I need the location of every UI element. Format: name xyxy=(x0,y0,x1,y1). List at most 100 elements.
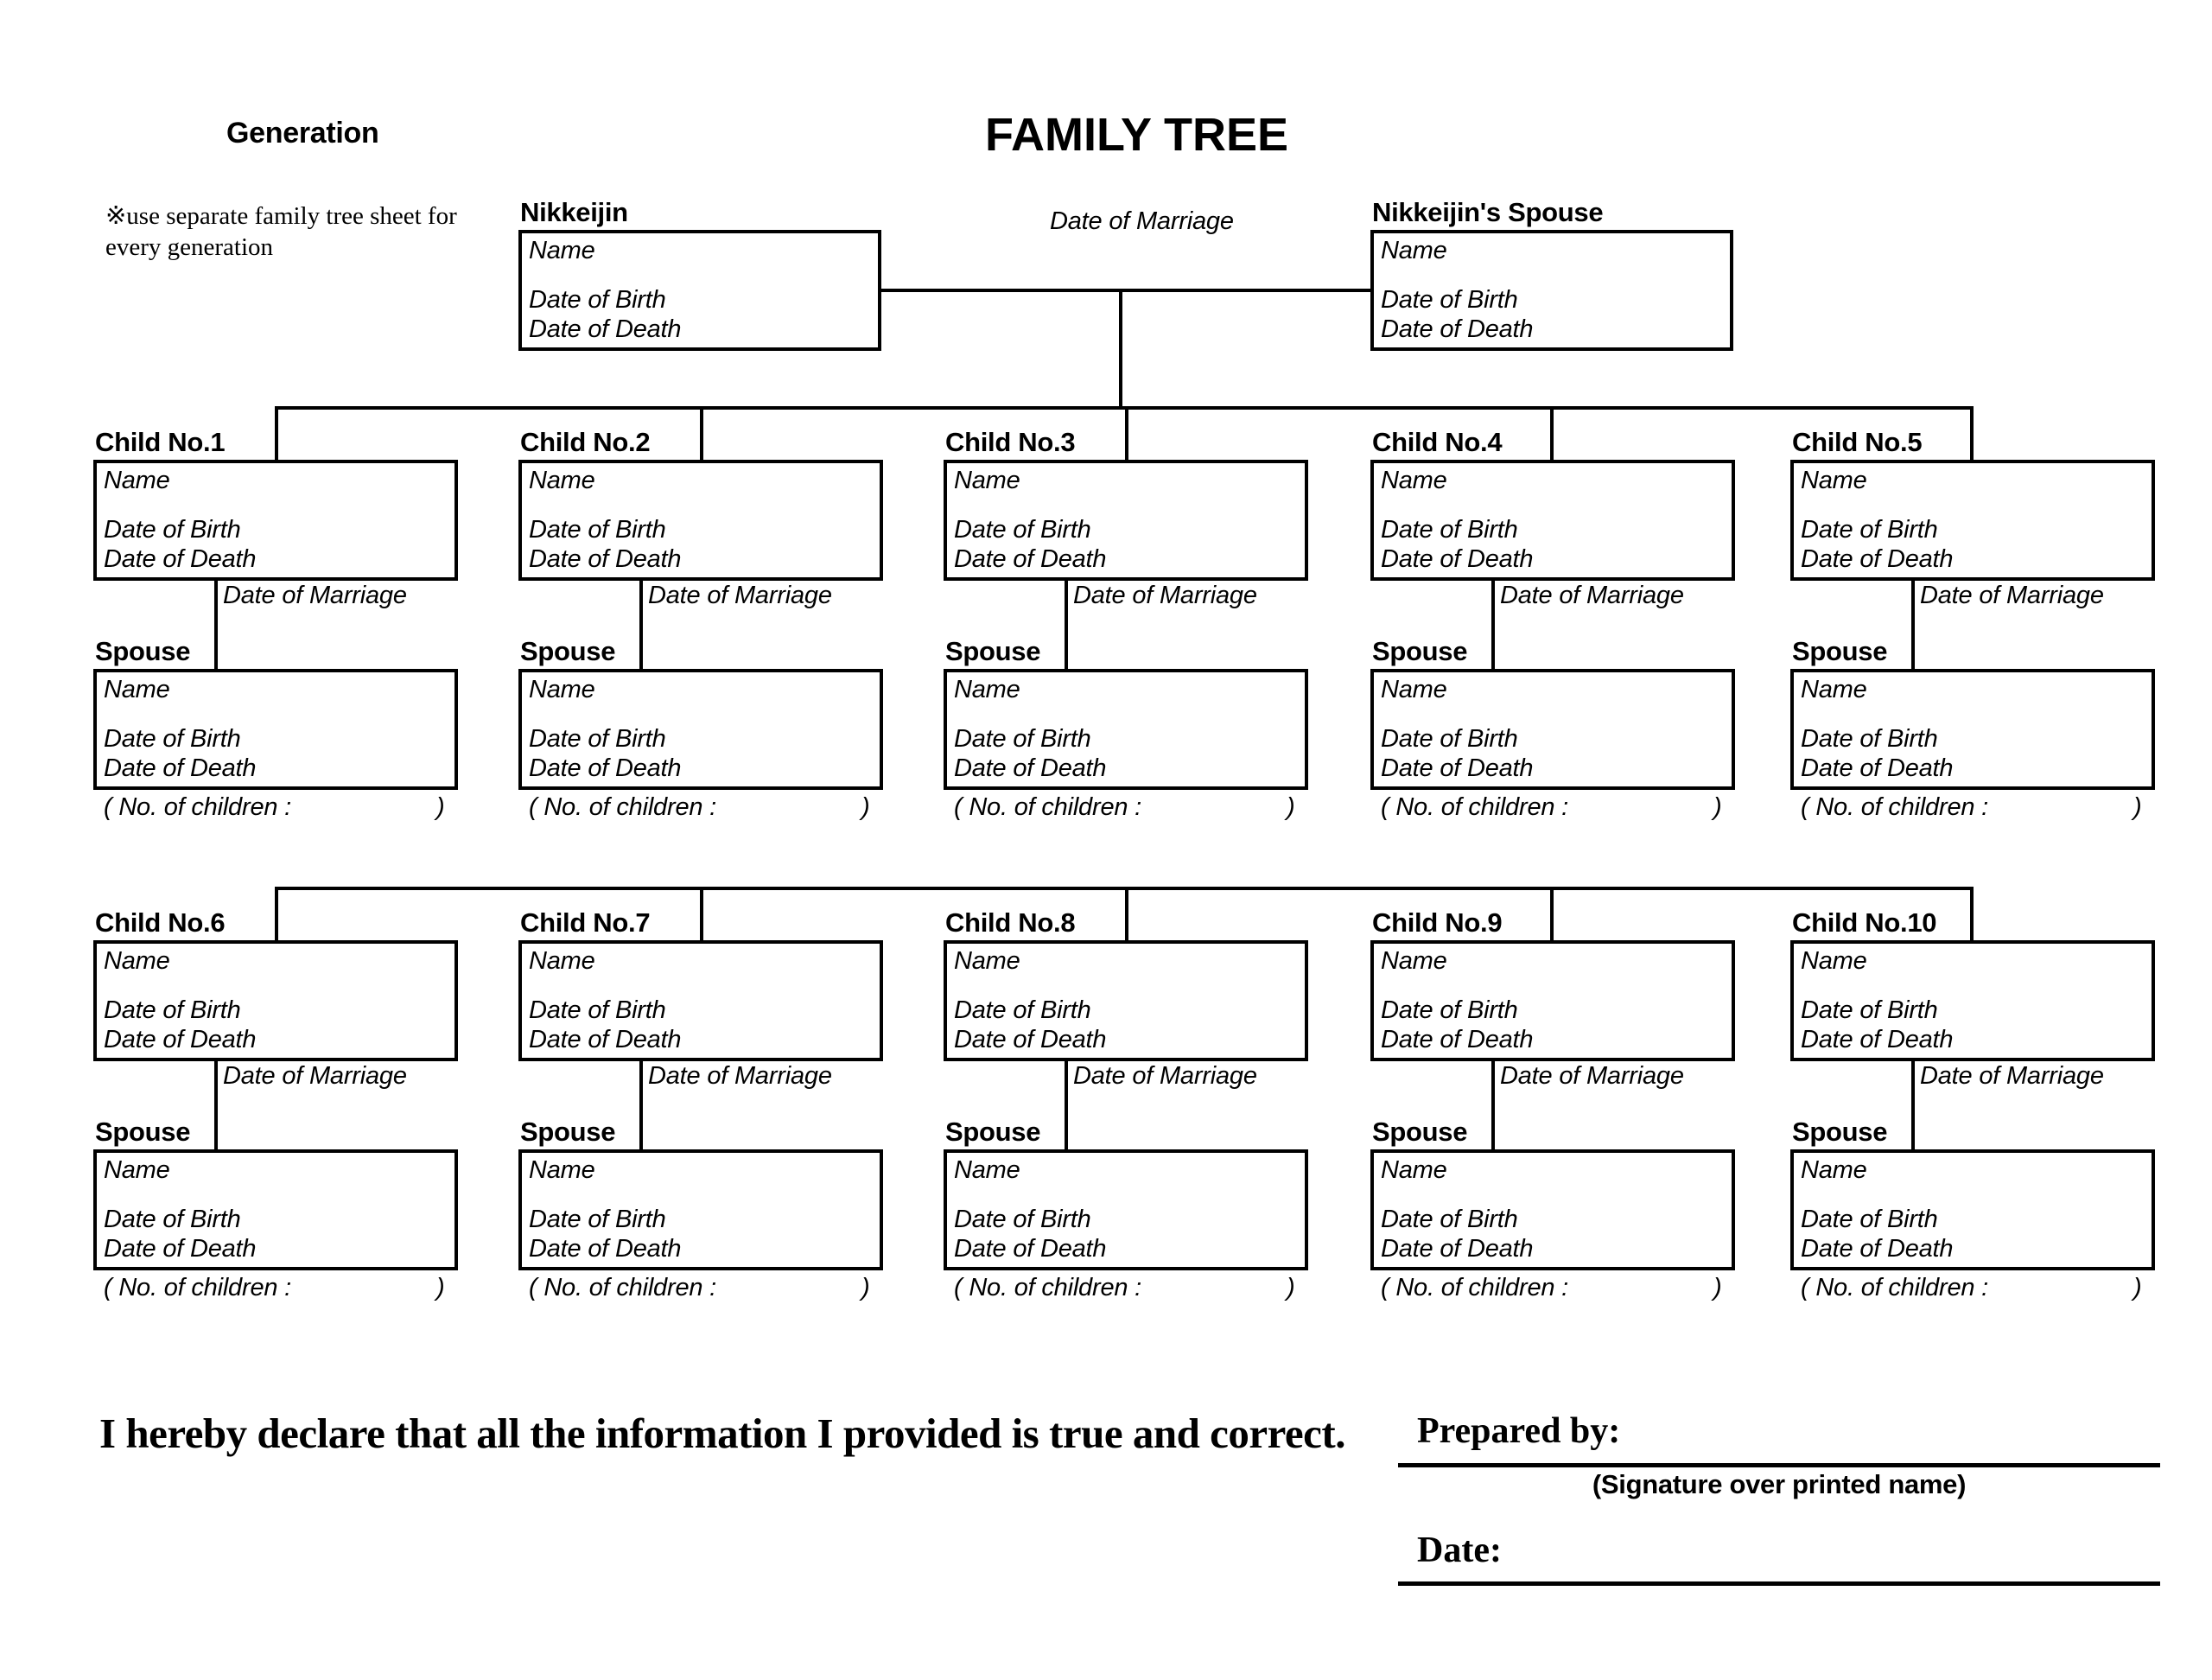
child-2-spouse-box[interactable]: Name Date of Birth Date of Death xyxy=(518,669,883,790)
date-signature-line[interactable] xyxy=(1398,1581,2160,1586)
child-7-spouse-dob-field[interactable]: Date of Birth xyxy=(529,1206,666,1233)
child-8-spouse-box[interactable]: Name Date of Birth Date of Death xyxy=(944,1149,1308,1270)
child-7-spouse-name-field[interactable]: Name xyxy=(529,1156,595,1184)
child-7-marriage-date-label[interactable]: Date of Marriage xyxy=(648,1062,832,1090)
child-3-spouse-name-field[interactable]: Name xyxy=(954,676,1020,703)
nikkeijin-dod-field[interactable]: Date of Death xyxy=(529,315,682,343)
child-7-box[interactable]: Name Date of Birth Date of Death xyxy=(518,940,883,1061)
child-7-no-of-children-row[interactable]: ( No. of children : ) xyxy=(529,1274,870,1302)
child-2-dob-field[interactable]: Date of Birth xyxy=(529,516,666,544)
child-3-spouse-box[interactable]: Name Date of Birth Date of Death xyxy=(944,669,1308,790)
child-9-spouse-dob-field[interactable]: Date of Birth xyxy=(1381,1206,1518,1233)
child-8-dob-field[interactable]: Date of Birth xyxy=(954,996,1091,1024)
child-2-spouse-dod-field[interactable]: Date of Death xyxy=(529,754,682,782)
child-9-box[interactable]: Name Date of Birth Date of Death xyxy=(1370,940,1735,1061)
nikkeijin-spouse-dob-field[interactable]: Date of Birth xyxy=(1381,286,1518,314)
child-5-spouse-box[interactable]: Name Date of Birth Date of Death xyxy=(1790,669,2155,790)
child-1-dod-field[interactable]: Date of Death xyxy=(104,545,257,573)
child-8-box[interactable]: Name Date of Birth Date of Death xyxy=(944,940,1308,1061)
child-2-name-field[interactable]: Name xyxy=(529,467,595,494)
child-10-spouse-dob-field[interactable]: Date of Birth xyxy=(1801,1206,1938,1233)
child-4-spouse-box[interactable]: Name Date of Birth Date of Death xyxy=(1370,669,1735,790)
child-7-name-field[interactable]: Name xyxy=(529,947,595,975)
child-3-spouse-dod-field[interactable]: Date of Death xyxy=(954,754,1107,782)
child-6-spouse-name-field[interactable]: Name xyxy=(104,1156,170,1184)
child-5-spouse-dob-field[interactable]: Date of Birth xyxy=(1801,725,1938,753)
child-4-dob-field[interactable]: Date of Birth xyxy=(1381,516,1518,544)
child-9-spouse-box[interactable]: Name Date of Birth Date of Death xyxy=(1370,1149,1735,1270)
child-8-marriage-date-label[interactable]: Date of Marriage xyxy=(1073,1062,1257,1090)
child-3-dob-field[interactable]: Date of Birth xyxy=(954,516,1091,544)
nikkeijin-dob-field[interactable]: Date of Birth xyxy=(529,286,666,314)
child-3-no-of-children-row[interactable]: ( No. of children : ) xyxy=(954,793,1295,822)
child-10-dob-field[interactable]: Date of Birth xyxy=(1801,996,1938,1024)
child-5-no-of-children-row[interactable]: ( No. of children : ) xyxy=(1801,793,2142,822)
child-8-no-of-children-row[interactable]: ( No. of children : ) xyxy=(954,1274,1295,1302)
nikkeijin-name-field[interactable]: Name xyxy=(529,237,595,264)
nikkeijin-box[interactable]: Name Date of Birth Date of Death xyxy=(518,230,881,351)
child-6-spouse-dod-field[interactable]: Date of Death xyxy=(104,1235,257,1263)
child-9-dob-field[interactable]: Date of Birth xyxy=(1381,996,1518,1024)
child-5-dod-field[interactable]: Date of Death xyxy=(1801,545,1954,573)
nikkeijin-spouse-box[interactable]: Name Date of Birth Date of Death xyxy=(1370,230,1733,351)
child-5-name-field[interactable]: Name xyxy=(1801,467,1867,494)
child-9-spouse-dod-field[interactable]: Date of Death xyxy=(1381,1235,1534,1263)
child-3-box[interactable]: Name Date of Birth Date of Death xyxy=(944,460,1308,581)
child-6-dod-field[interactable]: Date of Death xyxy=(104,1026,257,1053)
child-10-spouse-box[interactable]: Name Date of Birth Date of Death xyxy=(1790,1149,2155,1270)
child-4-spouse-dob-field[interactable]: Date of Birth xyxy=(1381,725,1518,753)
child-3-name-field[interactable]: Name xyxy=(954,467,1020,494)
child-9-marriage-date-label[interactable]: Date of Marriage xyxy=(1500,1062,1684,1090)
child-10-spouse-dod-field[interactable]: Date of Death xyxy=(1801,1235,1954,1263)
nikkeijin-spouse-dod-field[interactable]: Date of Death xyxy=(1381,315,1534,343)
child-6-box[interactable]: Name Date of Birth Date of Death xyxy=(93,940,458,1061)
child-10-dod-field[interactable]: Date of Death xyxy=(1801,1026,1954,1053)
root-marriage-date-label[interactable]: Date of Marriage xyxy=(1050,207,1234,235)
child-1-spouse-box[interactable]: Name Date of Birth Date of Death xyxy=(93,669,458,790)
child-1-no-of-children-row[interactable]: ( No. of children : ) xyxy=(104,793,445,822)
child-5-box[interactable]: Name Date of Birth Date of Death xyxy=(1790,460,2155,581)
child-9-dod-field[interactable]: Date of Death xyxy=(1381,1026,1534,1053)
child-9-spouse-name-field[interactable]: Name xyxy=(1381,1156,1447,1184)
child-4-box[interactable]: Name Date of Birth Date of Death xyxy=(1370,460,1735,581)
child-8-spouse-name-field[interactable]: Name xyxy=(954,1156,1020,1184)
child-1-spouse-dob-field[interactable]: Date of Birth xyxy=(104,725,241,753)
child-2-marriage-date-label[interactable]: Date of Marriage xyxy=(648,582,832,609)
child-4-spouse-name-field[interactable]: Name xyxy=(1381,676,1447,703)
child-5-spouse-name-field[interactable]: Name xyxy=(1801,676,1867,703)
child-4-spouse-dod-field[interactable]: Date of Death xyxy=(1381,754,1534,782)
child-7-dob-field[interactable]: Date of Birth xyxy=(529,996,666,1024)
child-2-dod-field[interactable]: Date of Death xyxy=(529,545,682,573)
child-2-spouse-dob-field[interactable]: Date of Birth xyxy=(529,725,666,753)
child-10-no-of-children-row[interactable]: ( No. of children : ) xyxy=(1801,1274,2142,1302)
child-9-no-of-children-row[interactable]: ( No. of children : ) xyxy=(1381,1274,1722,1302)
child-10-box[interactable]: Name Date of Birth Date of Death xyxy=(1790,940,2155,1061)
child-6-marriage-date-label[interactable]: Date of Marriage xyxy=(223,1062,407,1090)
child-2-spouse-name-field[interactable]: Name xyxy=(529,676,595,703)
child-6-no-of-children-row[interactable]: ( No. of children : ) xyxy=(104,1274,445,1302)
child-7-spouse-dod-field[interactable]: Date of Death xyxy=(529,1235,682,1263)
child-6-dob-field[interactable]: Date of Birth xyxy=(104,996,241,1024)
child-3-dod-field[interactable]: Date of Death xyxy=(954,545,1107,573)
child-6-name-field[interactable]: Name xyxy=(104,947,170,975)
child-1-box[interactable]: Name Date of Birth Date of Death xyxy=(93,460,458,581)
nikkeijin-spouse-name-field[interactable]: Name xyxy=(1381,237,1447,264)
child-10-name-field[interactable]: Name xyxy=(1801,947,1867,975)
child-10-marriage-date-label[interactable]: Date of Marriage xyxy=(1920,1062,2104,1090)
prepared-by-signature-line[interactable] xyxy=(1398,1463,2160,1467)
child-7-dod-field[interactable]: Date of Death xyxy=(529,1026,682,1053)
child-8-name-field[interactable]: Name xyxy=(954,947,1020,975)
child-4-dod-field[interactable]: Date of Death xyxy=(1381,545,1534,573)
child-8-spouse-dob-field[interactable]: Date of Birth xyxy=(954,1206,1091,1233)
child-8-dod-field[interactable]: Date of Death xyxy=(954,1026,1107,1053)
child-8-spouse-dod-field[interactable]: Date of Death xyxy=(954,1235,1107,1263)
child-1-marriage-date-label[interactable]: Date of Marriage xyxy=(223,582,407,609)
child-1-dob-field[interactable]: Date of Birth xyxy=(104,516,241,544)
child-10-spouse-name-field[interactable]: Name xyxy=(1801,1156,1867,1184)
child-4-no-of-children-row[interactable]: ( No. of children : ) xyxy=(1381,793,1722,822)
child-4-name-field[interactable]: Name xyxy=(1381,467,1447,494)
child-5-marriage-date-label[interactable]: Date of Marriage xyxy=(1920,582,2104,609)
child-9-name-field[interactable]: Name xyxy=(1381,947,1447,975)
child-3-spouse-dob-field[interactable]: Date of Birth xyxy=(954,725,1091,753)
child-5-spouse-dod-field[interactable]: Date of Death xyxy=(1801,754,1954,782)
